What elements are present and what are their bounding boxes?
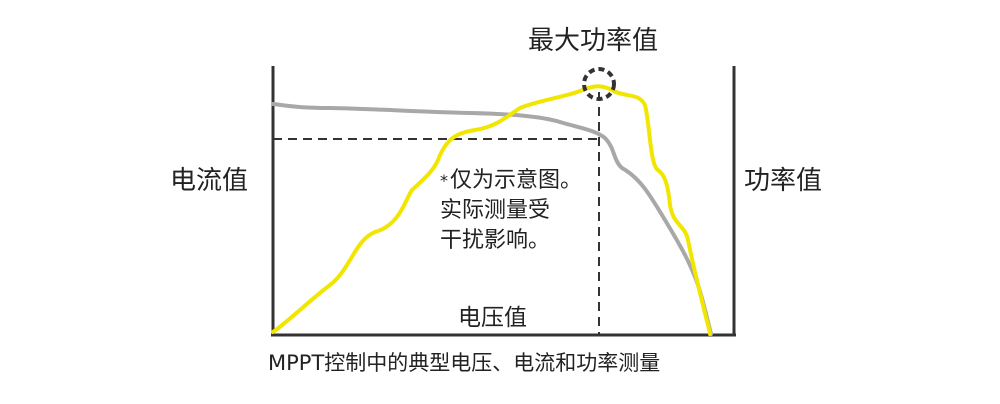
power-curve xyxy=(271,84,712,336)
max-power-marker xyxy=(582,67,616,101)
max-power-label: 最大功率值 xyxy=(528,26,659,56)
current-curve xyxy=(271,102,713,336)
disclaimer-note: *仅为示意图。 实际测量受 干扰影响。 xyxy=(440,166,620,256)
note-line-1: 仅为示意图。 xyxy=(450,168,583,193)
figure-caption: MPPT控制中的典型电压、电流和功率测量 xyxy=(268,351,661,375)
note-line-3: 干扰影响。 xyxy=(440,228,551,253)
note-line-2: 实际测量受 xyxy=(440,198,551,223)
voltage-axis-label: 电压值 xyxy=(458,305,527,331)
power-axis-label: 功率值 xyxy=(744,166,823,196)
current-axis-label: 电流值 xyxy=(170,166,249,196)
note-asterisk: * xyxy=(440,171,448,190)
